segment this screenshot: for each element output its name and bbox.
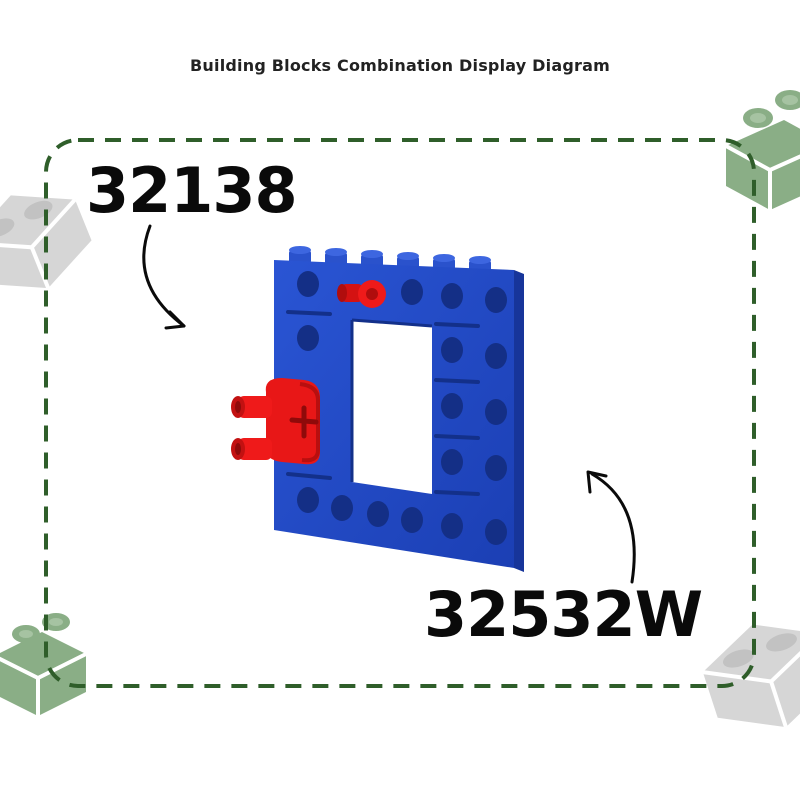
- deco-brick-green-bottom-left-icon: [0, 613, 87, 716]
- red-double-pin-32138: [231, 378, 320, 465]
- dashed-frame: [44, 138, 756, 688]
- part-label-32138: 32138: [86, 154, 298, 227]
- part-label-32532w: 32532W: [424, 578, 703, 651]
- arrow-to-32532w-icon: [586, 470, 636, 584]
- arrow-to-32138-icon: [142, 224, 186, 330]
- page-title: Building Blocks Combination Display Diag…: [190, 56, 610, 75]
- deco-brick-gray-right-icon: [702, 624, 800, 728]
- red-pin-top: [337, 280, 386, 308]
- frame-holes: [297, 271, 507, 545]
- deco-brick-green-top-right-icon: [725, 90, 800, 210]
- technic-frame-32532w: [274, 246, 524, 572]
